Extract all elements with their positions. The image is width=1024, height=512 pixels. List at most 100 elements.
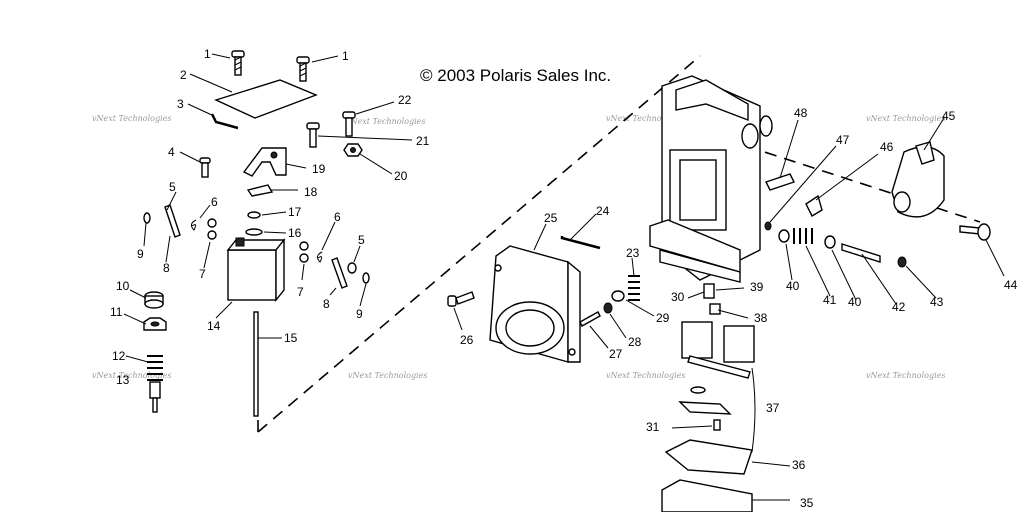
washer	[824, 235, 836, 249]
callout-number: 22	[398, 93, 412, 107]
e-clip	[247, 211, 261, 219]
bowl-gasket	[664, 439, 753, 475]
callout-number: 17	[288, 205, 302, 219]
screw-part	[447, 291, 475, 307]
spring	[628, 275, 640, 301]
nut-hole	[350, 147, 356, 153]
screw-part	[959, 223, 991, 241]
fitting	[765, 173, 795, 191]
watermarks: vNext Technologies vNext Technologies vN…	[92, 114, 945, 380]
callout-number: 18	[304, 185, 318, 199]
callout-number: 6	[211, 195, 218, 209]
callout-number: 45	[942, 109, 956, 123]
callout-number: 3	[177, 97, 184, 111]
callout-number: 31	[646, 420, 660, 434]
callout-number: 5	[358, 233, 365, 247]
o-ring	[143, 212, 151, 224]
callout-number: 8	[163, 261, 170, 275]
callout-number: 13	[116, 373, 130, 387]
screw-part	[231, 50, 245, 76]
link-plate	[164, 204, 181, 238]
callout-number: 5	[169, 180, 176, 194]
callout-number: 2	[180, 68, 187, 82]
callout-number: 27	[609, 347, 623, 361]
clip	[246, 184, 274, 197]
screw-part	[579, 311, 601, 327]
callout-number: 24	[596, 204, 610, 218]
jet-needle	[253, 311, 259, 417]
callout-number: 9	[356, 307, 363, 321]
throttle-body	[489, 245, 581, 363]
callout-number: 20	[394, 169, 408, 183]
callout-number: 37	[766, 401, 780, 415]
bracket	[242, 147, 287, 177]
throttle-slide	[226, 237, 286, 302]
spring-clip	[190, 219, 197, 231]
cap-nut	[144, 291, 164, 309]
cover-plate	[214, 79, 318, 119]
screw-part	[296, 56, 310, 82]
callout-number: 44	[1004, 278, 1018, 292]
callout-number: 36	[792, 458, 806, 472]
plunger	[841, 243, 881, 263]
assembly-line	[745, 145, 981, 223]
hex-nut	[143, 317, 167, 331]
watermark: vNext Technologies	[92, 371, 171, 380]
washer	[778, 229, 790, 243]
left-parts-group	[143, 50, 370, 417]
o-ring	[764, 221, 772, 231]
callout-number: 40	[848, 295, 862, 309]
washer	[245, 228, 263, 236]
callout-number: 6	[334, 210, 341, 224]
watermark: vNext Technologies	[866, 371, 945, 380]
assembly-line	[257, 55, 701, 433]
callout-number: 23	[626, 246, 640, 260]
callout-number: 26	[460, 333, 474, 347]
watermark: vNext Technologies	[606, 114, 685, 123]
callout-number: 8	[323, 297, 330, 311]
assembly-lines	[257, 55, 981, 433]
callout-number: 25	[544, 211, 558, 225]
bushing	[207, 218, 217, 228]
watermark: vNext Technologies	[348, 371, 427, 380]
callout-number: 29	[656, 311, 670, 325]
screw-part	[199, 157, 211, 178]
bracket-hole	[270, 151, 278, 159]
callout-number: 42	[892, 300, 906, 314]
washer	[611, 290, 625, 302]
callout-number: 7	[297, 285, 304, 299]
callout-number: 1	[204, 47, 211, 61]
middle-parts-group	[306, 111, 640, 363]
callout-number: 40	[786, 279, 800, 293]
watermark: vNext Technologies	[92, 114, 171, 123]
callout-number: 12	[112, 349, 126, 363]
callout-number: 10	[116, 279, 130, 293]
bushing	[207, 230, 217, 240]
group-brace	[751, 367, 756, 453]
link-plate	[331, 257, 348, 289]
callout-number: 38	[754, 311, 768, 325]
callout-number: 11	[110, 305, 123, 319]
callout-number: 28	[628, 335, 642, 349]
choke-cap	[891, 141, 945, 218]
plunger-cap	[805, 194, 823, 217]
callout-number: 4	[168, 145, 175, 159]
leader-lines	[123, 53, 1005, 501]
callout-number: 1	[342, 49, 349, 63]
o-ring	[362, 272, 370, 284]
callout-number: 19	[312, 162, 326, 176]
float-assembly	[678, 321, 755, 431]
callout-number: 35	[800, 496, 814, 510]
spring-clip	[316, 251, 323, 263]
spring	[793, 228, 813, 244]
watermark: vNext Technologies	[866, 114, 945, 123]
callout-number: 16	[288, 226, 302, 240]
gasket	[560, 236, 601, 250]
callout-numbers: 1 1 2 3 4 5 5 6 6 7 7 8 8 9 9 10 11 12 1…	[110, 47, 1018, 510]
screw-part	[342, 111, 356, 137]
copyright-notice: © 2003 Polaris Sales Inc.	[420, 66, 611, 85]
gasket	[210, 113, 239, 130]
fitting	[703, 283, 715, 299]
callout-number: 9	[137, 247, 144, 261]
watermark: vNext Technologies	[346, 117, 425, 126]
